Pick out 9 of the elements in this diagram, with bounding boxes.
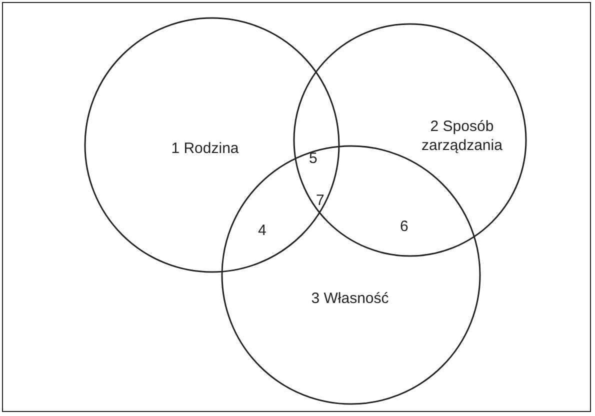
region-number: 4 bbox=[258, 222, 266, 238]
venn-circle bbox=[293, 23, 527, 257]
region-number: 5 bbox=[309, 150, 318, 166]
region-number: 7 bbox=[316, 192, 324, 208]
circle-label: 1 Rodzina bbox=[170, 138, 240, 158]
venn-circle bbox=[84, 17, 340, 273]
circle-label: 3 Własność bbox=[310, 288, 390, 308]
region-number: 6 bbox=[400, 218, 408, 234]
circle-label: 2 Sposób zarządzania bbox=[420, 117, 504, 155]
